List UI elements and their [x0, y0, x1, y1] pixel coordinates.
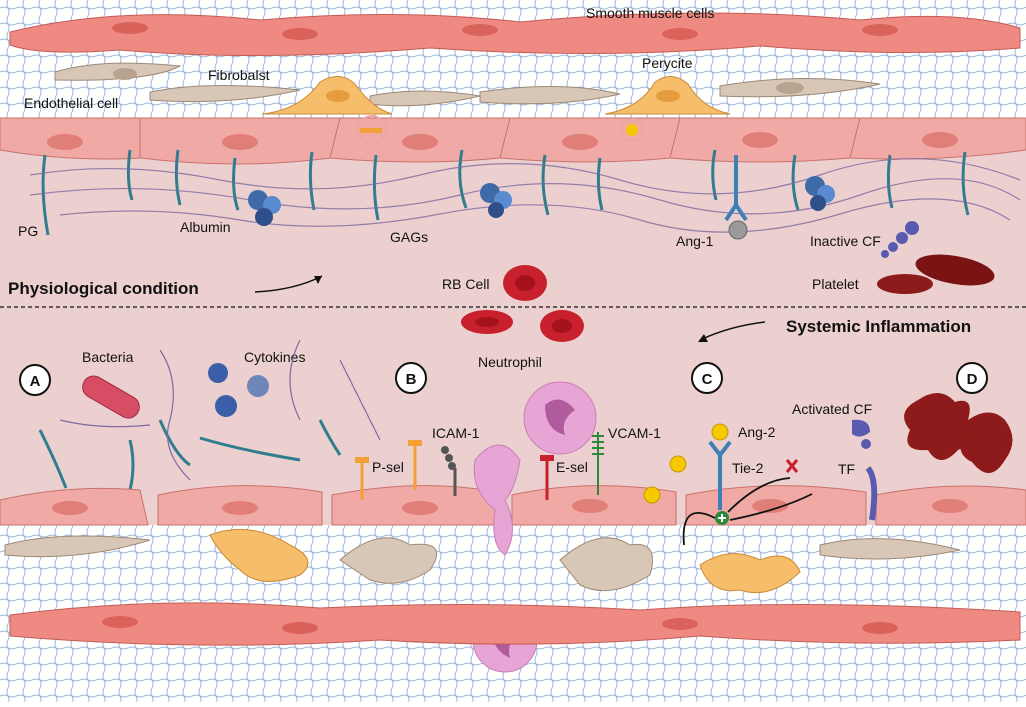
panel-marker-d: D	[956, 362, 988, 394]
panel-label-d: D	[967, 371, 978, 388]
neutrophil-rolling	[523, 381, 597, 455]
e-sel-label: E-sel	[556, 459, 588, 475]
cytokine-spheres	[208, 363, 269, 417]
ang1-receptor	[724, 155, 748, 240]
p-sel-label: P-sel	[372, 459, 404, 475]
smooth-muscle-layer-bottom	[9, 602, 1021, 646]
ang-2-label: Ang-2	[738, 424, 776, 440]
proteoglycan-mesh-top	[29, 158, 1021, 233]
neutrophil-label: Neutrophil	[478, 354, 542, 370]
shed-proteoglycans	[59, 339, 381, 481]
pg-label: PG	[18, 223, 38, 239]
smooth-muscle-layer-top	[9, 12, 1021, 57]
glycocalyx-top	[41, 149, 970, 236]
platelet-cells	[877, 254, 995, 294]
fibroblast-label: Fibrobalst	[208, 67, 270, 83]
signal-arrows	[682, 477, 813, 546]
gags-label: GAGs	[390, 229, 428, 245]
pericyte-cells-bottom	[209, 528, 801, 594]
inactive-cf-molecule	[881, 221, 919, 258]
physiological-condition-heading: Physiological condition	[8, 279, 199, 298]
panel-marker-a: A	[19, 364, 51, 396]
icam-1-label: ICAM-1	[432, 425, 480, 441]
systemic-inflammation-heading: Systemic Inflammation	[786, 317, 971, 336]
activated-platelets	[904, 392, 1013, 474]
fibroblast-cells-top	[54, 62, 881, 107]
pericyte-cells	[261, 76, 731, 115]
fibroblast-cells-bottom	[4, 535, 961, 592]
albumin-label: Albumin	[180, 219, 231, 235]
smooth-muscle-label: Smooth muscle cells	[586, 5, 714, 21]
inactive-cf-label: Inactive CF	[810, 233, 881, 249]
panel-marker-b: B	[395, 362, 427, 394]
physiological-arrowhead	[314, 276, 322, 284]
panel-label-a: A	[30, 373, 41, 390]
activated-cf-label: Activated CF	[792, 401, 872, 417]
tie-2-receptor	[708, 440, 732, 525]
p-selectin	[355, 440, 422, 500]
endothelial-label: Endothelial cell	[24, 95, 118, 111]
degraded-glycocalyx	[38, 419, 342, 491]
vcam-1-label: VCAM-1	[608, 425, 661, 441]
bacterium	[82, 375, 140, 419]
inflammation-arrowhead	[698, 334, 708, 342]
e-selectin	[540, 455, 554, 500]
ang-2-molecules	[643, 423, 729, 504]
neutrophil-transmigrating	[473, 444, 521, 556]
red-blood-cells	[461, 265, 584, 342]
activated-cf-molecule	[852, 419, 878, 521]
platelet-label: Platelet	[812, 276, 859, 292]
panel-marker-c: C	[691, 362, 723, 394]
cytokines-label: Cytokines	[244, 349, 305, 365]
panel-label-b: B	[406, 371, 417, 388]
tf-label: TF	[838, 461, 855, 477]
tie-2-label: Tie-2	[732, 460, 764, 476]
bacteria-label: Bacteria	[82, 349, 134, 365]
albumin-molecules	[248, 176, 835, 226]
vcam-1-molecule	[592, 432, 604, 495]
endothelium-top	[0, 115, 1026, 165]
ang1-label: Ang-1	[676, 233, 714, 249]
blocked-cross-icon	[785, 459, 799, 473]
perycite-label: Perycite	[642, 55, 693, 71]
icam-1-molecule	[441, 446, 457, 496]
rb-cell-label: RB Cell	[442, 276, 489, 292]
panel-label-c: C	[702, 371, 713, 388]
